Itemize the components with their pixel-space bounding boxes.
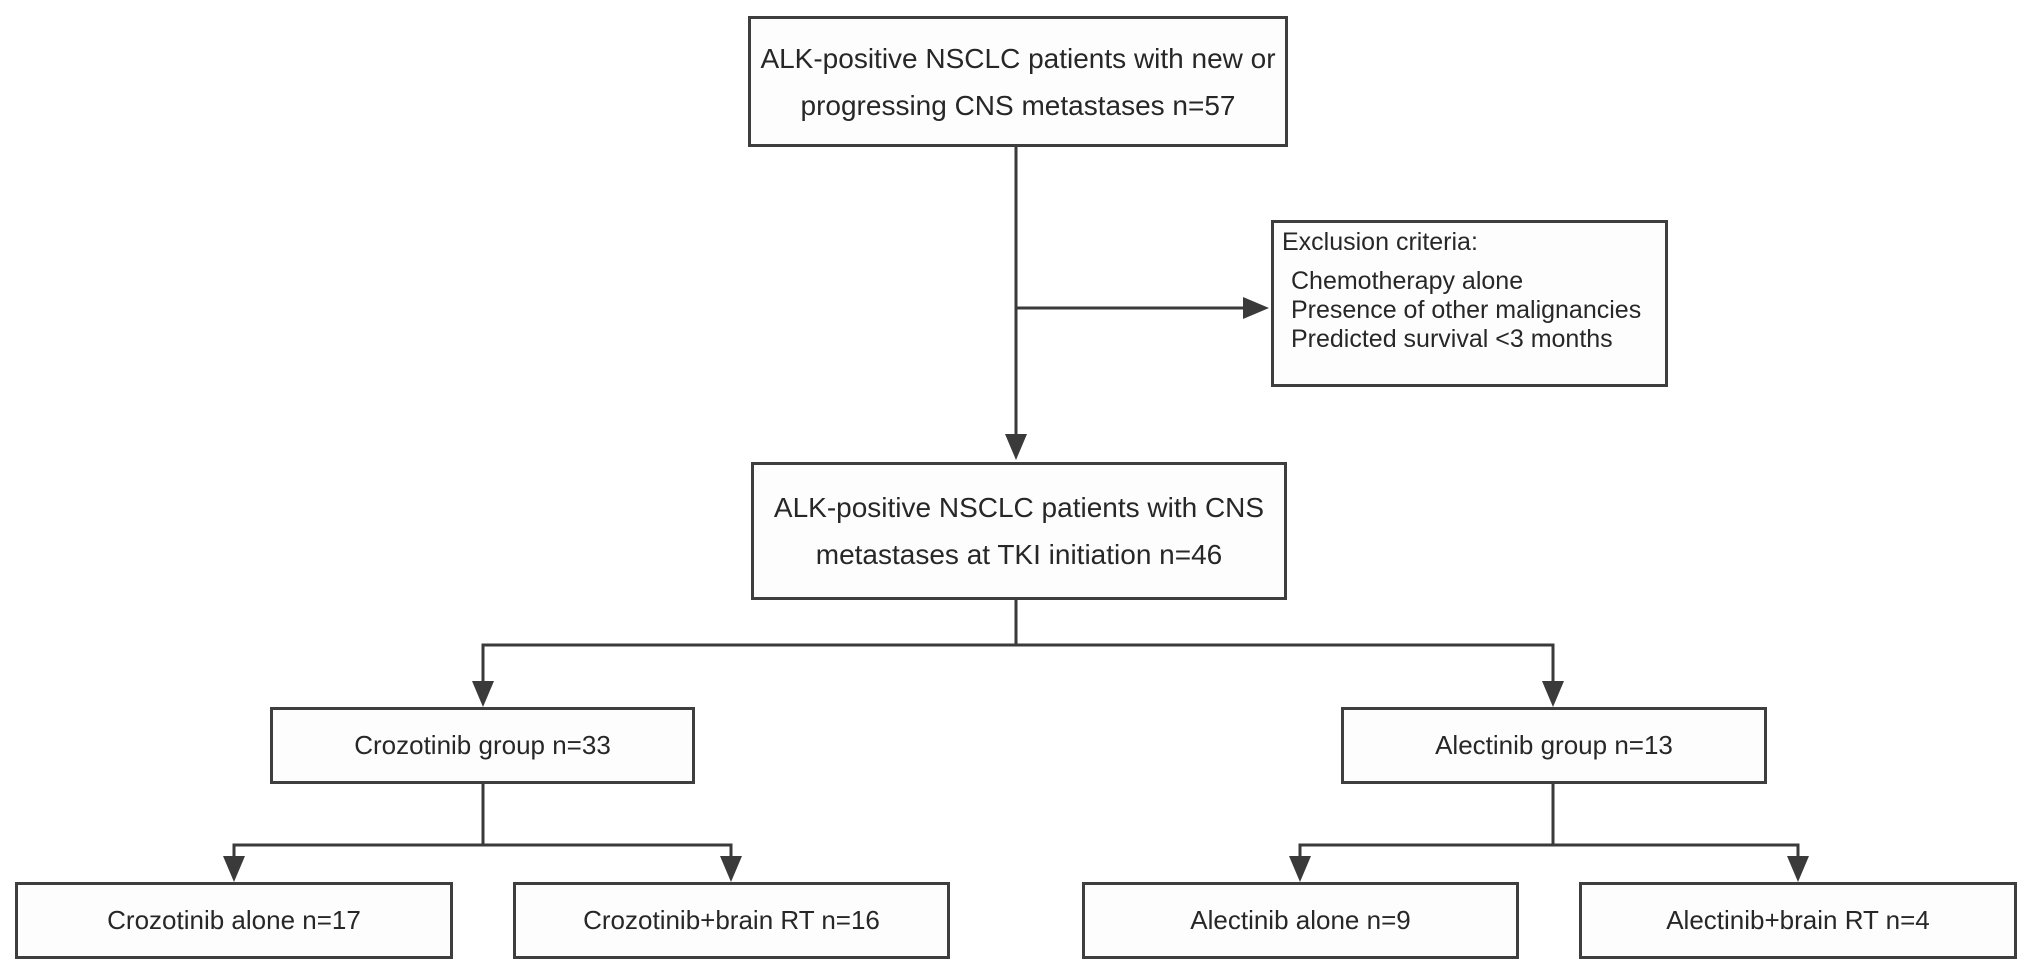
node-enrollment-line-1: ALK-positive NSCLC patients with new or xyxy=(760,42,1276,74)
node-alectinib-alone-label: Alectinib alone n=9 xyxy=(1190,905,1411,935)
arrowhead-down-icon xyxy=(472,681,494,707)
arrowhead-right-icon xyxy=(1243,297,1269,319)
arrowhead-down-icon xyxy=(1542,681,1564,707)
node-enrollment-line-2: progressing CNS metastases n=57 xyxy=(800,89,1236,121)
node-alectinib-group: Alectinib group n=13 xyxy=(1341,707,1767,784)
node-exclusion-criteria: Exclusion criteria: Chemotherapy alone P… xyxy=(1271,220,1668,387)
edge-included-groups xyxy=(481,643,1555,686)
exclusion-item-list: Chemotherapy alone Presence of other mal… xyxy=(1291,267,1659,354)
edge-crozotinib-children xyxy=(232,843,733,860)
node-crozotinib-alone-label: Crozotinib alone n=17 xyxy=(107,905,361,935)
node-alectinib-rt-label: Alectinib+brain RT n=4 xyxy=(1666,905,1930,935)
exclusion-item: Presence of other malignancies xyxy=(1291,295,1642,324)
node-alectinib-group-label: Alectinib group n=13 xyxy=(1435,730,1673,760)
arrowhead-down-icon xyxy=(1787,856,1809,882)
arrowhead-down-icon xyxy=(1289,856,1311,882)
exclusion-item: Chemotherapy alone xyxy=(1291,266,1524,295)
exclusion-item: Predicted survival <3 months xyxy=(1291,324,1613,353)
node-crozotinib-rt-label: Crozotinib+brain RT n=16 xyxy=(583,905,880,935)
arrowhead-down-icon xyxy=(720,856,742,882)
exclusion-title: Exclusion criteria: xyxy=(1282,228,1478,256)
node-included-line-1: ALK-positive NSCLC patients with CNS xyxy=(773,492,1265,523)
arrowhead-down-icon xyxy=(1005,434,1027,460)
node-included-line-2: metastases at TKI initiation n=46 xyxy=(815,539,1223,570)
edge-alectinib-children xyxy=(1298,843,1800,860)
arrowhead-down-icon xyxy=(223,856,245,882)
node-crozotinib-group-label: Crozotinib group n=33 xyxy=(354,730,611,760)
node-alectinib-alone: Alectinib alone n=9 xyxy=(1082,882,1519,959)
node-included: ALK-positive NSCLC patients with CNS met… xyxy=(751,462,1287,600)
node-enrollment: ALK-positive NSCLC patients with new or … xyxy=(748,16,1288,147)
node-alectinib-rt: Alectinib+brain RT n=4 xyxy=(1579,882,2017,959)
node-crozotinib-rt: Crozotinib+brain RT n=16 xyxy=(513,882,950,959)
node-crozotinib-alone: Crozotinib alone n=17 xyxy=(15,882,453,959)
node-crozotinib-group: Crozotinib group n=33 xyxy=(270,707,695,784)
